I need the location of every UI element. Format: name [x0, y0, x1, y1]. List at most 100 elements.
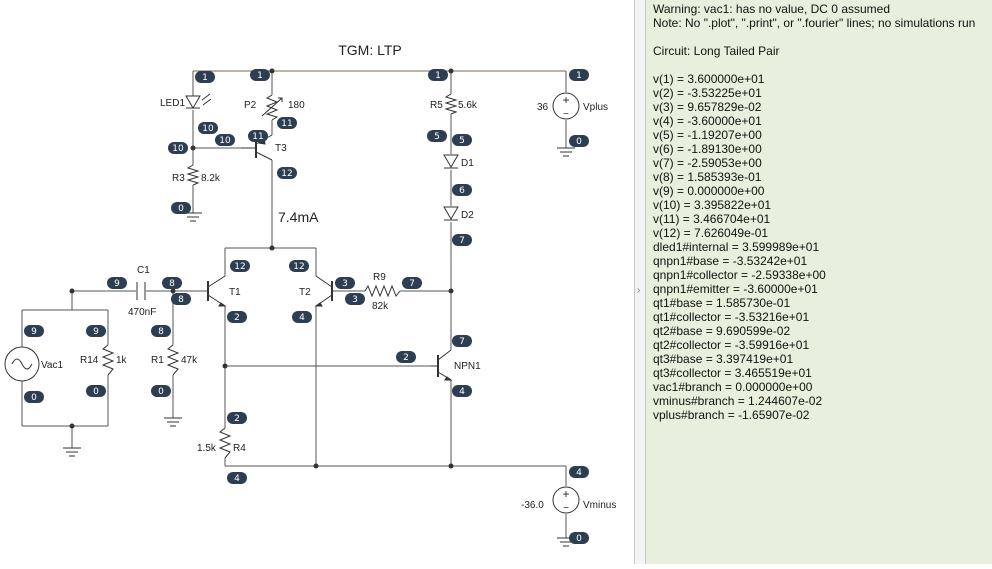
d1-symbol[interactable]: [443, 154, 459, 169]
node-badge: 0: [576, 137, 582, 147]
t3-collector: [255, 151, 273, 161]
node-badge: 9: [93, 327, 99, 337]
r9-label: R9: [373, 272, 386, 283]
node-badge: 9: [114, 279, 120, 289]
vminus-symbol[interactable]: + −: [552, 486, 580, 514]
output-line: v(7) = -2.59053e+00: [653, 156, 762, 170]
p2-value: 180: [288, 100, 305, 111]
output-line: vminus#branch = 1.244607e-02: [653, 394, 823, 408]
vminus-value: -36.0: [521, 500, 544, 511]
c1-value: 470nF: [128, 307, 156, 318]
node-badge: 0: [31, 393, 37, 403]
junctions: [69, 68, 454, 469]
node-badge: 2: [234, 313, 240, 323]
output-line: qt2#base = 9.690599e-02: [653, 324, 791, 338]
node-badge: 2: [403, 353, 409, 363]
t1-symbol[interactable]: [207, 275, 227, 307]
output-line: v(6) = -1.89130e+00: [653, 142, 762, 156]
schematic-svg[interactable]: + − + −: [0, 0, 634, 564]
ground-icon: [184, 212, 202, 222]
r1-symbol[interactable]: [166, 344, 180, 376]
junction-dot: [69, 288, 75, 294]
d2-symbol[interactable]: [443, 206, 459, 221]
output-line: qnpn1#base = -3.53242e+01: [653, 254, 808, 268]
output-line: qnpn1#collector = -2.59338e+00: [653, 268, 826, 282]
node-badge: 4: [576, 468, 582, 478]
simulation-output-panel[interactable]: Warning: vac1: has no value, DC 0 assume…: [646, 0, 992, 564]
r1-label: R1: [151, 355, 164, 366]
output-line: v(10) = 3.395822e+01: [653, 198, 772, 212]
output-line: qt3#base = 3.397419e+01: [653, 352, 794, 366]
ground-icon: [164, 417, 182, 427]
current-annotation: 7.4mA: [278, 209, 319, 225]
node-badge: 12: [293, 262, 304, 272]
junction-dot: [313, 463, 319, 469]
output-line: v(5) = -1.19207e+00: [653, 128, 762, 142]
node-badge: 3: [342, 279, 348, 289]
t2-symbol[interactable]: [314, 275, 333, 307]
npn1-symbol[interactable]: [431, 349, 453, 381]
node-badge: 0: [93, 387, 99, 397]
node-badge: 11: [281, 119, 292, 129]
led1-symbol[interactable]: [185, 93, 212, 109]
node-badge: 10: [219, 136, 231, 146]
vac1-symbol[interactable]: [4, 346, 40, 382]
p2-resistor: [265, 94, 279, 121]
vplus-plus-sign: +: [562, 93, 569, 107]
wires: [21, 70, 567, 538]
p2-symbol[interactable]: [261, 94, 283, 121]
led-arrow: [201, 93, 211, 101]
output-line: [653, 58, 992, 72]
node-badge: 7: [409, 279, 415, 289]
node-badge: 8: [169, 279, 175, 289]
node-badge: 2: [234, 414, 240, 424]
schematic-canvas[interactable]: + − + −: [0, 0, 634, 564]
r3-symbol[interactable]: [186, 164, 200, 186]
node-badge: 9: [31, 327, 37, 337]
ground-icon: [557, 147, 575, 157]
d2-label: D2: [461, 210, 474, 221]
junction-dot: [448, 463, 454, 469]
node-badge: 4: [459, 387, 465, 397]
c1-label: C1: [137, 265, 150, 276]
vplus-label: Vplus: [583, 102, 608, 113]
output-line: v(8) = 1.585393e-01: [653, 170, 762, 184]
node-badge: 5: [459, 136, 465, 146]
led-arrow: [202, 98, 212, 106]
c1-symbol[interactable]: [136, 282, 146, 300]
t3-label: T3: [275, 143, 287, 154]
output-line: qt2#collector = -3.59916e+01: [653, 338, 810, 352]
node-badge: 7: [459, 337, 465, 347]
vplus-symbol[interactable]: + −: [552, 92, 580, 120]
r9-symbol[interactable]: [364, 284, 401, 298]
schematic-title: TGM: LTP: [338, 42, 402, 58]
node-badge: 8: [158, 327, 164, 337]
node-badge: 4: [299, 313, 305, 323]
r5-symbol[interactable]: [444, 93, 458, 115]
output-line: vac1#branch = 0.000000e+00: [653, 380, 813, 394]
p2-arrowhead: [278, 97, 283, 102]
output-line: Circuit: Long Tailed Pair: [653, 44, 780, 58]
collapse-arrow-icon[interactable]: ›: [637, 285, 641, 296]
r5-label: R5: [430, 100, 443, 111]
output-line: v(11) = 3.466704e+01: [653, 212, 771, 226]
junction-dot: [269, 245, 275, 251]
output-line: v(12) = 7.626049e-01: [653, 226, 769, 240]
r4-symbol[interactable]: [218, 427, 232, 459]
panel-splitter[interactable]: ›: [634, 0, 646, 564]
led-triangle: [185, 95, 201, 109]
npn1-label: NPN1: [454, 361, 481, 372]
r14-symbol[interactable]: [101, 344, 115, 376]
node-badge: 11: [252, 132, 263, 142]
r14-label: R14: [80, 355, 99, 366]
node-badge: 7: [459, 236, 465, 246]
output-line: Note: No ".plot", ".print", or ".fourier…: [653, 16, 976, 30]
node-badges: 1 1 1 1 10 10 11 11 10 12 0 5 5 6 7 0 12…: [24, 69, 589, 544]
output-line: qt1#collector = -3.53216e+01: [653, 310, 810, 324]
r9-value: 82k: [372, 301, 389, 312]
node-badge: 12: [234, 262, 245, 272]
vac1-label: Vac1: [41, 360, 63, 371]
ground-symbols: [63, 147, 575, 547]
t2-label: T2: [299, 287, 311, 298]
t1-label: T1: [229, 287, 241, 298]
